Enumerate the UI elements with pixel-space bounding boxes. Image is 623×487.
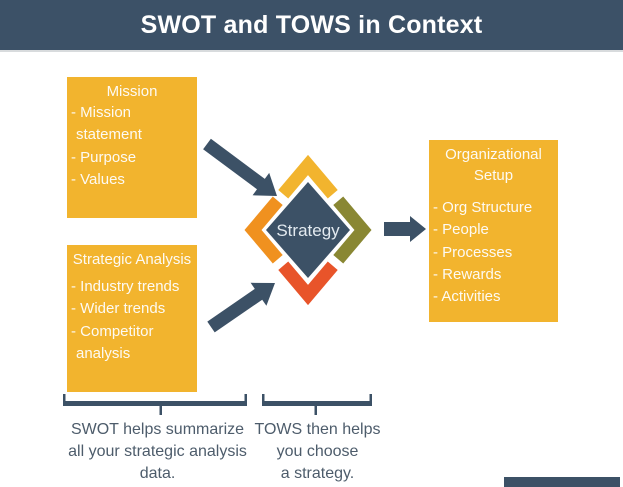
diamond-bottom-segment [278,261,338,306]
diamond-right-segment [333,196,372,264]
tows-caption-line: TOWS then helps [254,421,381,438]
list-item: - Rewards [433,265,502,283]
strategic-analysis-box-items: - Industry trends - Wider trends - Compe… [69,276,195,365]
diamond-top-segment [278,154,338,199]
tows-brace [262,394,372,415]
header-bar: SWOT and TOWS in Context [0,0,623,52]
strategic-analysis-box-title: Strategic Analysis [72,251,192,268]
list-item: - Processes [433,243,513,261]
strategic-analysis-box: Strategic Analysis - Industry trends - W… [67,245,197,392]
strategy-label: Strategy [276,221,340,240]
list-item: - People [433,221,489,239]
tows-caption: TOWS then helps you choose a strategy. [245,419,390,485]
tows-caption-line: a strategy. [280,465,355,482]
arrow-strategy-to-org [384,216,426,242]
swot-caption-line: data. [139,465,176,482]
swot-brace [63,394,247,415]
list-item: - Org Structure [433,199,533,216]
swot-caption: SWOT helps summarize all your strategic … [40,419,275,485]
list-item: - Wider trends [71,300,166,318]
list-item: - Mission statement [71,104,142,144]
mission-box-items: - Mission statement - Purpose - Values [69,102,195,191]
organizational-setup-box-title: Organizational Setup [445,146,542,184]
swot-caption-line: all your strategic analysis [68,443,247,460]
arrow-mission-to-strategy [203,138,277,196]
list-item: - Values [71,170,125,188]
tows-caption-line: you choose [276,443,359,460]
swot-caption-line: SWOT helps summarize [70,421,245,438]
page-title: SWOT and TOWS in Context [140,10,483,39]
diamond-left-segment [244,196,283,264]
arrow-analysis-to-strategy [207,282,275,333]
list-item: - Competitor analysis [71,322,154,362]
organizational-setup-box-items: - Org Structure - People - Processes - R… [431,197,556,308]
organizational-setup-box: Organizational Setup - Org Structure - P… [429,140,558,322]
mission-box-title: Mission [106,83,158,100]
strategy-diamond [266,182,350,278]
footer-accent-bar [504,477,620,487]
list-item: - Industry trends [71,278,180,295]
list-item: - Purpose [71,148,137,166]
mission-box: Mission - Mission statement - Purpose - … [67,77,197,218]
list-item: - Activities [433,288,501,306]
